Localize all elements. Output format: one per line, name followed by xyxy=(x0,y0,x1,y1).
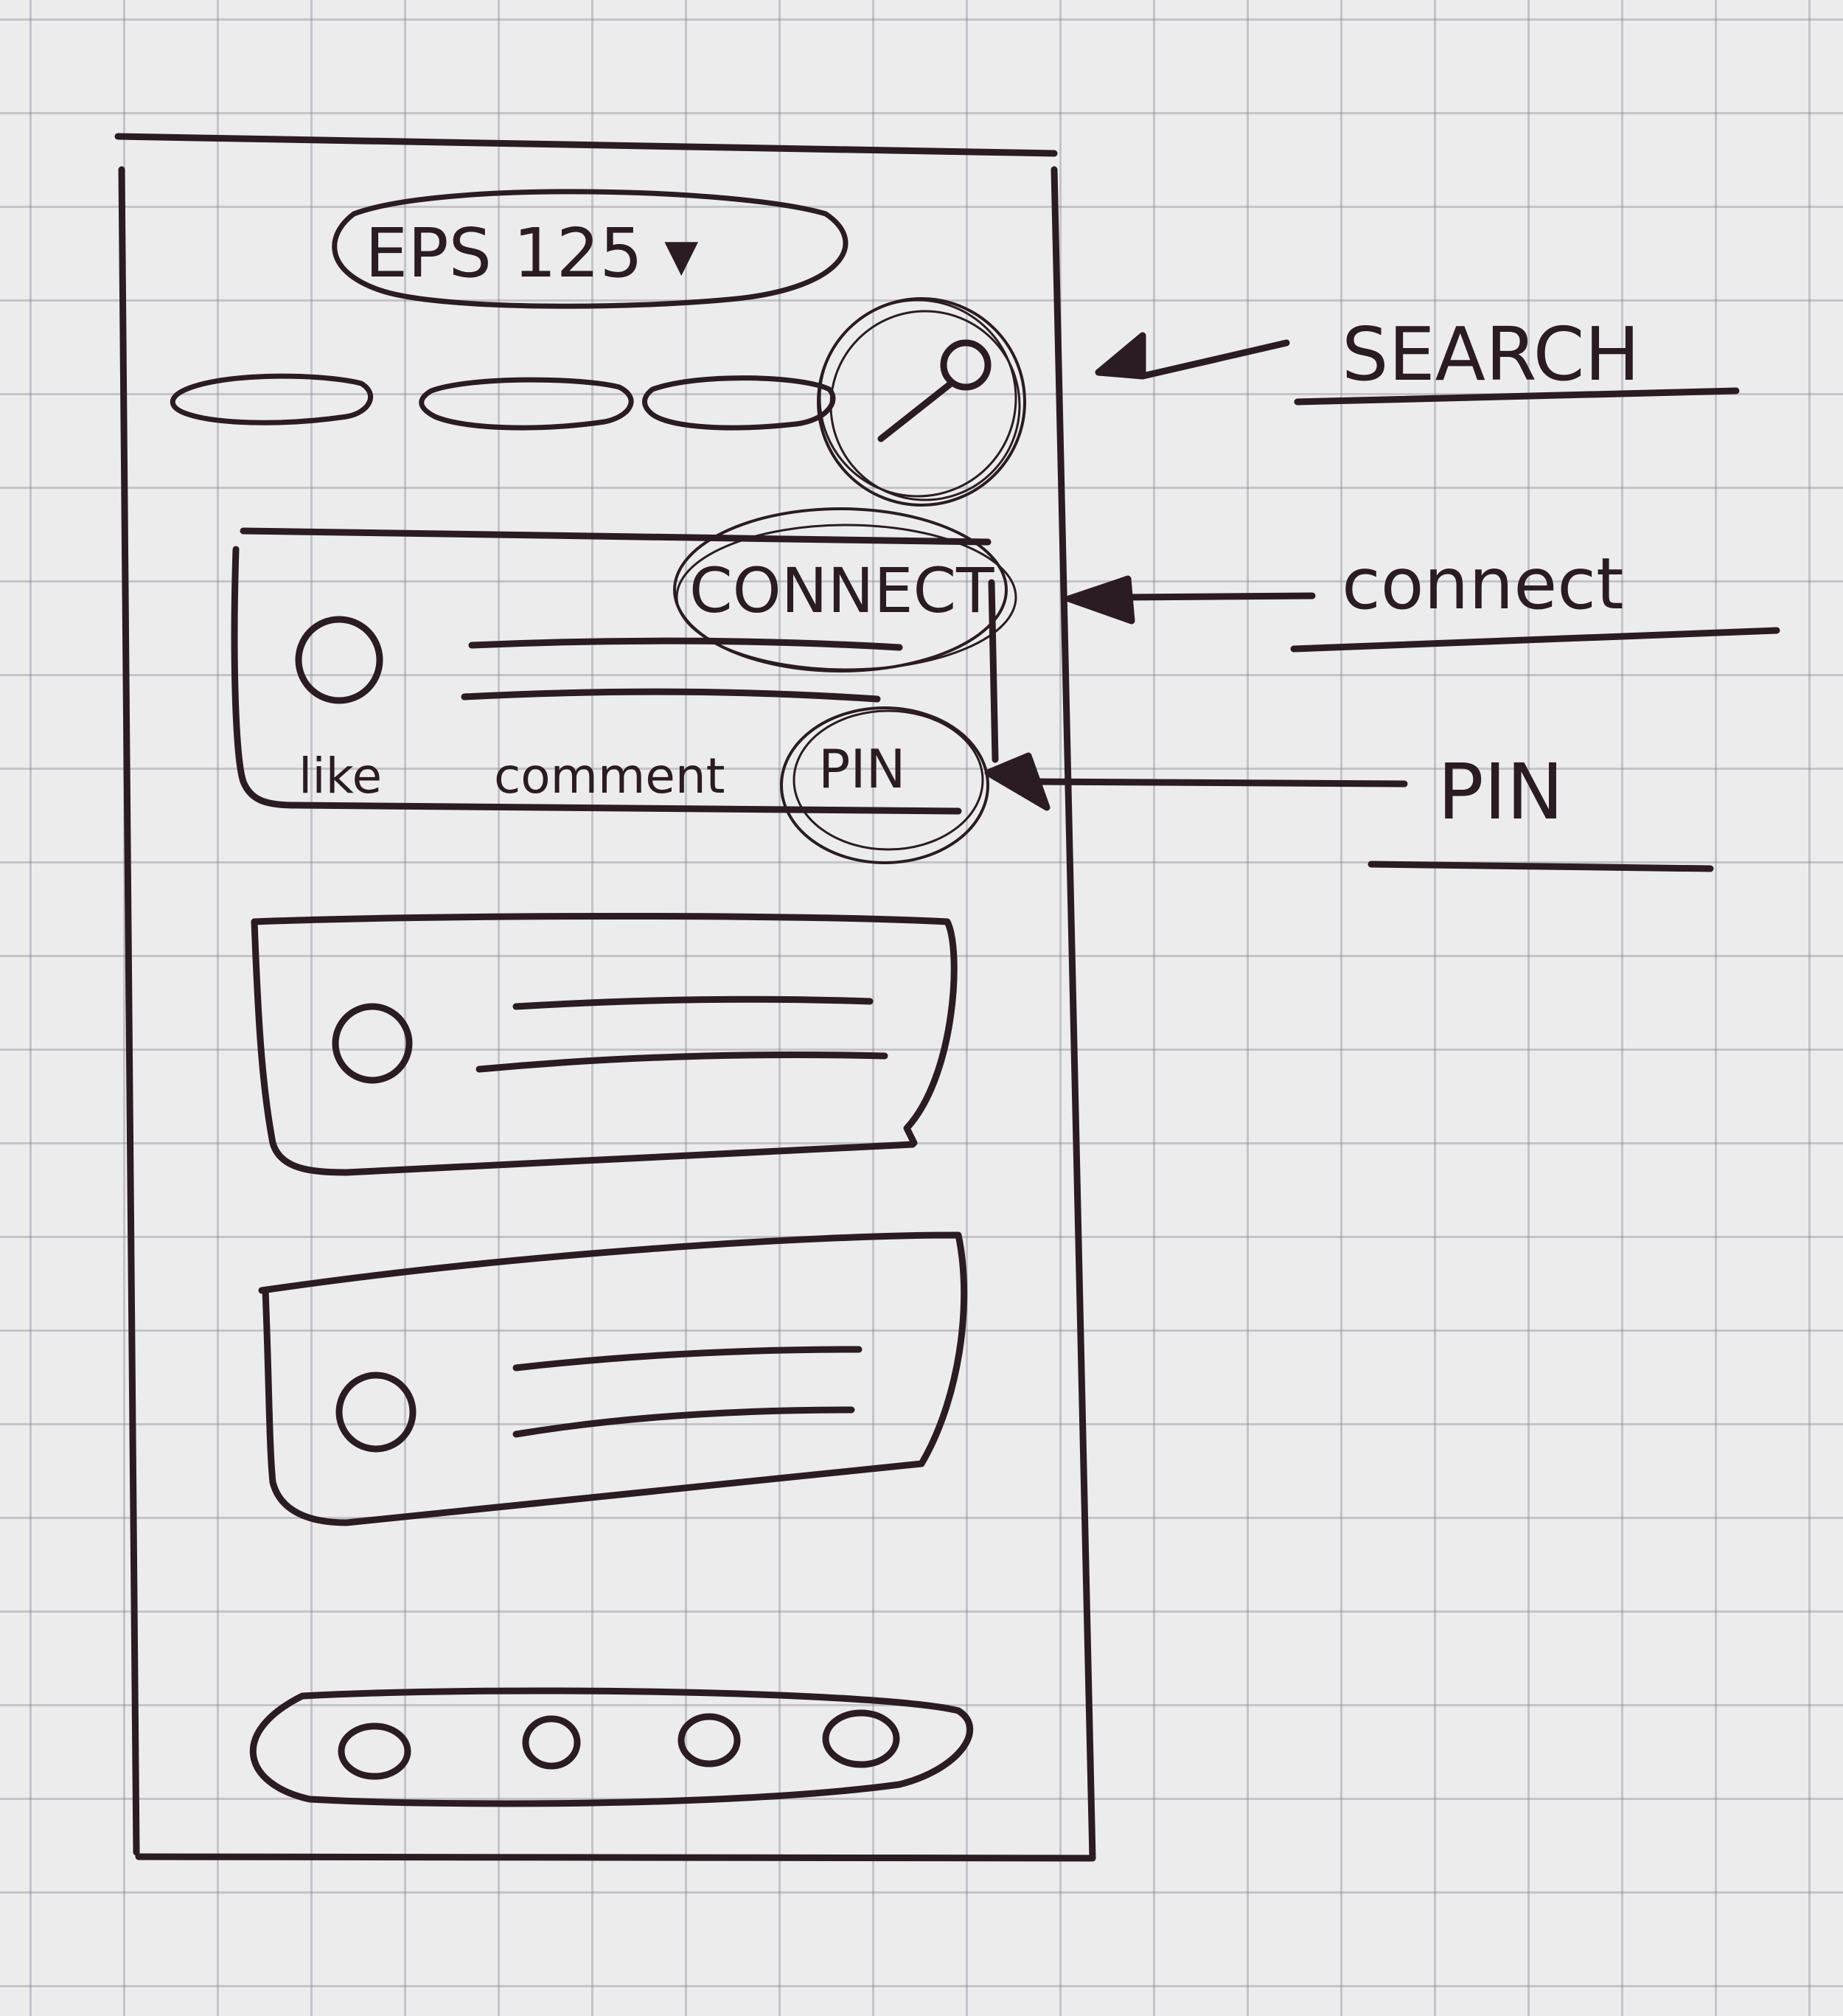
connect-annotation-label: connect xyxy=(1342,543,1624,625)
search-annotation-label: SEARCH xyxy=(1342,311,1640,397)
feed-card xyxy=(258,1231,968,1526)
like-button[interactable]: like xyxy=(299,748,382,804)
annotation-underline xyxy=(1290,627,1780,653)
annotation-underline xyxy=(1294,387,1740,406)
nav-explore-icon[interactable] xyxy=(522,1715,581,1770)
category-chip[interactable] xyxy=(170,373,373,425)
pin-button-label: PIN xyxy=(818,738,906,800)
annotation-underline xyxy=(1368,861,1714,872)
post-text-line xyxy=(512,1346,863,1372)
post-text-line xyxy=(475,1051,888,1073)
episode-selector[interactable]: EPS 125 ▾ xyxy=(332,189,849,309)
bottom-nav xyxy=(249,1687,974,1807)
phone-frame xyxy=(114,133,1096,1862)
nav-saved-icon[interactable] xyxy=(677,1713,741,1768)
pin-annotation-label: PIN xyxy=(1438,747,1564,837)
arrow-icon xyxy=(984,752,1051,811)
avatar xyxy=(332,1003,413,1084)
connect-annotation: connect xyxy=(1065,543,1780,653)
post-text-line xyxy=(512,995,874,1010)
category-chip[interactable] xyxy=(419,377,634,431)
post-text-line xyxy=(461,688,881,703)
post-text-line xyxy=(512,1406,855,1438)
nav-home-icon[interactable] xyxy=(338,1723,411,1780)
search-button[interactable] xyxy=(817,297,1026,507)
category-chip[interactable] xyxy=(642,375,836,431)
search-annotation: SEARCH xyxy=(1095,311,1740,406)
avatar xyxy=(335,1372,417,1453)
pin-annotation: PIN xyxy=(984,747,1714,872)
pin-button[interactable]: PIN xyxy=(780,706,989,864)
avatar xyxy=(295,616,383,704)
category-chip-row xyxy=(170,373,836,431)
post-card: CONNECT like comment PIN xyxy=(231,507,1017,864)
episode-selector-label: EPS 125 ▾ xyxy=(365,214,698,293)
arrow-icon xyxy=(1095,332,1146,380)
search-icon xyxy=(877,339,992,442)
arrow-icon xyxy=(1065,575,1135,625)
feed-card xyxy=(251,913,958,1176)
connect-button-label: CONNECT xyxy=(689,555,994,627)
post-text-line xyxy=(468,637,903,651)
comment-button[interactable]: comment xyxy=(494,748,725,804)
nav-profile-icon[interactable] xyxy=(822,1709,900,1768)
connect-button[interactable]: CONNECT xyxy=(673,507,1017,672)
